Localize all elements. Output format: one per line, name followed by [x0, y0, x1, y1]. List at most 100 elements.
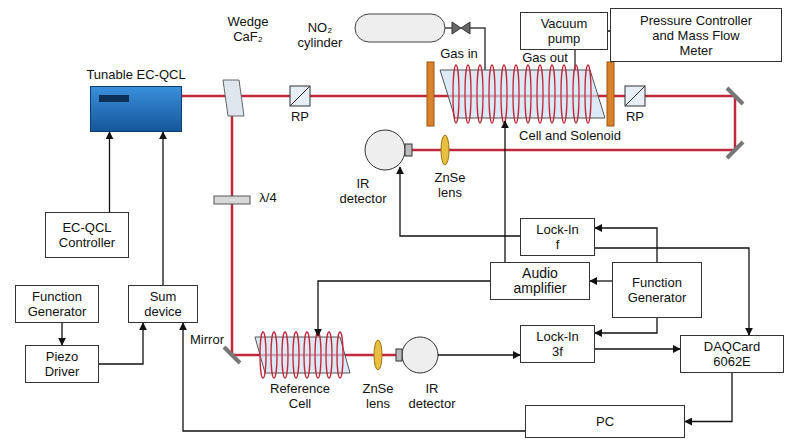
- component-label: IR detector: [335, 176, 391, 206]
- coil-turn: [501, 65, 507, 123]
- mirror: [727, 142, 743, 158]
- instrument-box: Sum device: [128, 285, 198, 323]
- signal-connector: [99, 323, 143, 364]
- signal-wire: [400, 167, 520, 236]
- coil-turn: [260, 332, 266, 378]
- cell-window: [607, 62, 614, 126]
- laser-box: Tunable EC-QCL: [90, 86, 182, 132]
- box-label: DAQCard 6062E: [687, 339, 777, 369]
- instrument-box: Piezo Driver: [25, 345, 99, 383]
- component-label: Gas out: [520, 50, 570, 65]
- component-label: ZnSe lens: [356, 381, 400, 411]
- coil-turn: [477, 65, 483, 123]
- component-label: λ/4: [253, 190, 283, 205]
- instrument-box: Audio amplifier: [490, 262, 590, 300]
- box-label: EC-QCL Controller: [52, 220, 122, 250]
- component-label: RP: [285, 109, 315, 124]
- coil-turn: [337, 332, 343, 378]
- wedge-window: [223, 80, 244, 116]
- ir-detector: [365, 130, 405, 170]
- mirror: [727, 88, 743, 104]
- ir-detector: [402, 337, 438, 373]
- quarter-wave-plate: [214, 196, 250, 204]
- component-label: ZnSe lens: [428, 170, 472, 200]
- coil-turn: [513, 65, 519, 123]
- valve: [461, 22, 470, 34]
- component-label: IR detector: [404, 381, 460, 411]
- instrument-box: EC-QCL Controller: [45, 212, 129, 258]
- box-label: Lock-In f: [535, 222, 581, 252]
- instrument-box: Vacuum pump: [520, 12, 608, 50]
- coil-turn: [282, 332, 288, 378]
- drive-wire: [504, 121, 505, 262]
- reference-cell: [255, 337, 350, 373]
- coil-turn: [561, 65, 567, 123]
- signal-connector: [595, 248, 749, 335]
- coil-turn: [585, 65, 591, 123]
- coil-turn: [271, 332, 277, 378]
- drive-wire: [318, 281, 490, 336]
- component-label: NO₂ cylinder: [292, 20, 348, 50]
- signal-connector: [183, 323, 525, 431]
- signal-connector: [595, 228, 657, 262]
- box-label: Vacuum pump: [527, 16, 601, 46]
- component-label: RP: [620, 109, 650, 124]
- box-label: Audio amplifier: [500, 266, 580, 296]
- signal-wire: [438, 354, 520, 355]
- box-label: Function Generator: [22, 289, 92, 319]
- coil-turn: [573, 65, 579, 123]
- coil-turn: [525, 65, 531, 123]
- detector-window: [396, 349, 402, 361]
- coil-turn: [304, 332, 310, 378]
- box-label: Lock-In 3f: [535, 329, 581, 359]
- znse-lens: [441, 135, 449, 165]
- cylinder-neck: [445, 27, 452, 29]
- signal-connector: [162, 132, 163, 285]
- signal-connector: [685, 373, 732, 422]
- instrument-box: Function Generator: [612, 262, 702, 318]
- instrument-box: Pressure Controller and Mass Flow Meter: [610, 8, 782, 62]
- valve: [452, 22, 461, 34]
- box-label: PC: [596, 414, 614, 429]
- coil-turn: [537, 65, 543, 123]
- polarizer-cube: [290, 86, 310, 106]
- signal-connector: [595, 318, 657, 333]
- box-label: Sum device: [135, 289, 191, 319]
- coil-turn: [326, 332, 332, 378]
- solenoid-windings: [260, 332, 343, 378]
- component-label: Mirror: [186, 332, 228, 347]
- box-label: Pressure Controller and Mass Flow Meter: [637, 13, 755, 58]
- signal-connector: [61, 323, 62, 345]
- gas-cylinder: [355, 14, 445, 42]
- detector-window: [405, 144, 412, 156]
- cell-window: [427, 62, 434, 126]
- box-label: Function Generator: [619, 275, 695, 305]
- laser-name: Tunable EC-QCL: [86, 67, 185, 82]
- component-label: Cell and Solenoid: [505, 128, 635, 143]
- brand-plate: [99, 95, 129, 102]
- coil-turn: [549, 65, 555, 123]
- component-label: Reference Cell: [265, 381, 335, 411]
- signal-connector: [109, 132, 110, 212]
- coil-turn: [453, 65, 459, 123]
- instrument-box: Function Generator: [15, 285, 99, 323]
- signal-connector: [590, 280, 612, 281]
- znse-lens: [374, 340, 382, 370]
- box-label: Piezo Driver: [32, 349, 92, 379]
- instrument-box: Lock-In f: [520, 218, 595, 256]
- coil-turn: [465, 65, 471, 123]
- component-label: Wedge CaF₂: [223, 14, 273, 44]
- coil-turn: [293, 332, 299, 378]
- coil-turn: [315, 332, 321, 378]
- instrument-box: Lock-In 3f: [520, 325, 595, 363]
- coil-turn: [489, 65, 495, 123]
- mirror: [224, 347, 240, 363]
- solenoid-windings: [453, 65, 591, 123]
- polarizer-cube: [625, 86, 645, 106]
- polarizer-diagonal: [290, 86, 310, 106]
- instrument-box: DAQCard 6062E: [680, 335, 784, 373]
- polarizer-diagonal: [625, 86, 645, 106]
- signal-connector: [595, 348, 680, 349]
- instrument-box: PC: [525, 405, 685, 438]
- component-label: Gas in: [437, 46, 481, 61]
